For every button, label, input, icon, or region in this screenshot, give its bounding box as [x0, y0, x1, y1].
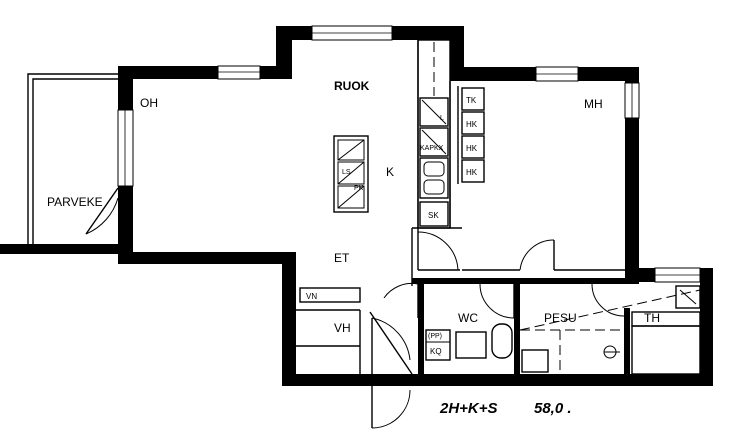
windows [117, 25, 701, 283]
fixture-label-sk: SK [428, 211, 439, 220]
bathroom-fixtures [425, 285, 701, 375]
exterior-walls [0, 26, 713, 386]
room-label-parveke: PARVEKE [47, 195, 103, 209]
fixture-label-hk: HK [466, 144, 478, 153]
kitchen-island [333, 135, 369, 213]
fixture-label-kapkx: KAPKX [420, 145, 444, 152]
fixture-label-vn: VN [306, 292, 317, 301]
wardrobes [457, 86, 485, 184]
vn-shelf [299, 287, 361, 303]
room-label-th: TH [644, 311, 660, 325]
fixture-label-tk: TK [466, 96, 477, 105]
fixture-label-hk: HK [466, 120, 478, 129]
fixture-label-pk: PK [354, 185, 364, 192]
fixture-label-hk: HK [466, 168, 478, 177]
room-label-ruok: RUOK [334, 79, 370, 93]
fixture-label-kq: KQ [430, 347, 442, 356]
room-label-pesu: PESU [544, 311, 577, 325]
room-label-oh: OH [140, 96, 158, 110]
apartment-type: 2H+K+S [439, 400, 498, 417]
room-label-vh: VH [334, 321, 351, 335]
balcony-door [85, 187, 119, 235]
kitchen-counter [417, 39, 451, 229]
fixture-label-l: L [440, 115, 444, 122]
balcony-outline [27, 73, 120, 244]
room-label-wc: WC [458, 311, 478, 325]
fixture-label-pp: (PP) [428, 333, 442, 340]
room-label-mh: MH [584, 97, 603, 111]
room-label-et: ET [334, 251, 350, 265]
room-label-k: K [386, 165, 394, 179]
fixture-label-ls: LS [342, 169, 351, 176]
interior-walls [296, 40, 630, 429]
apartment-area: 58,0 . [534, 400, 572, 417]
